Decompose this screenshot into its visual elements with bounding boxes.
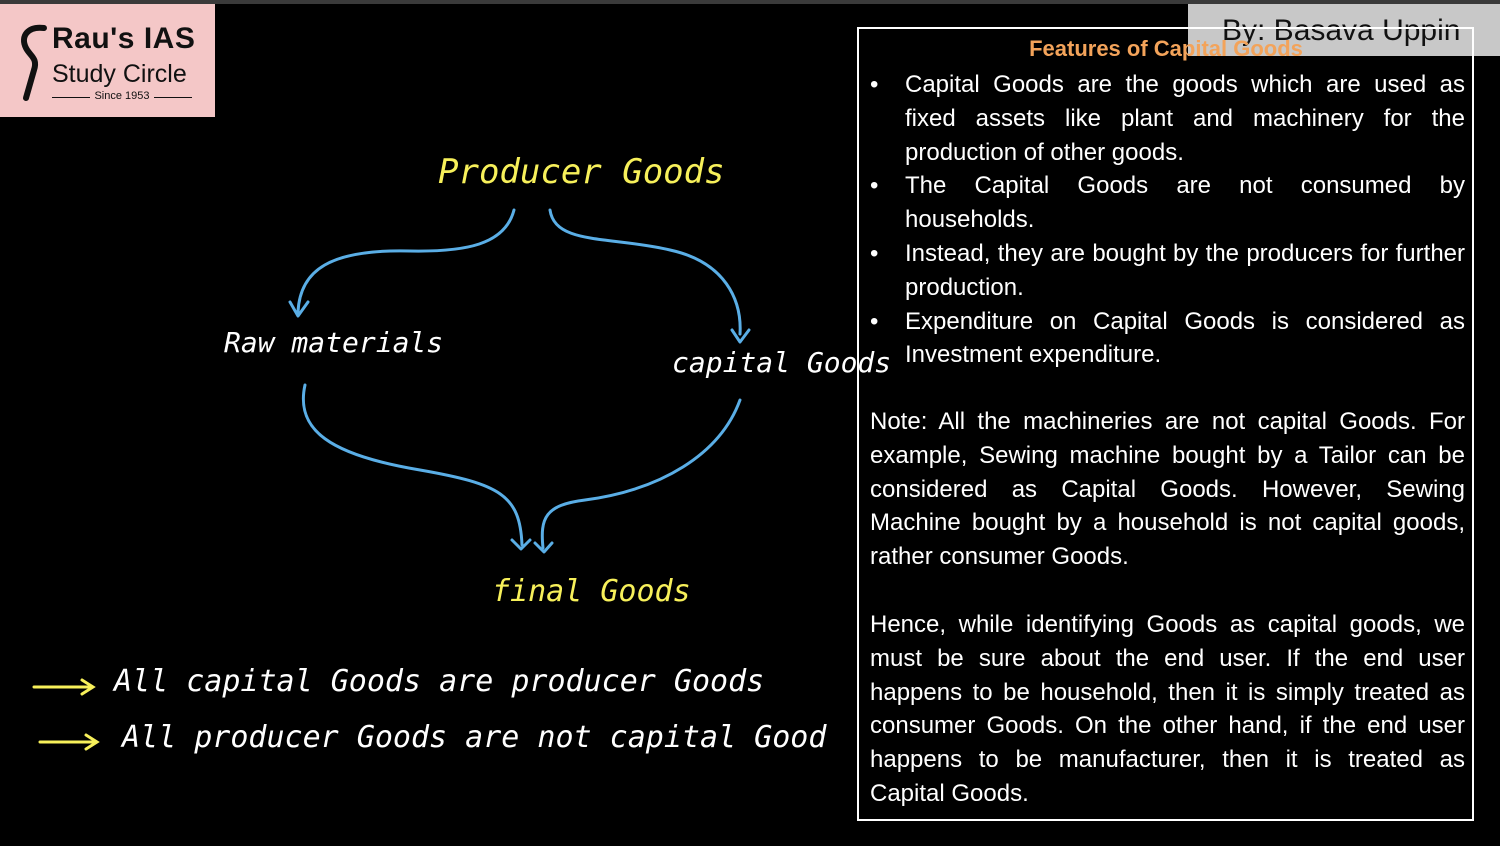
logo-since: Since 1953 (52, 90, 192, 104)
label-raw-materials: Raw materials (224, 326, 444, 359)
note-1: All capital Goods are producer Goods (114, 664, 765, 699)
arrow-head-final-left-icon (510, 538, 532, 551)
logo-subtitle: Study Circle (52, 60, 187, 88)
logo-mark-icon (21, 24, 47, 101)
features-list: Capital Goods are the goods which are us… (870, 68, 1465, 372)
note-paragraph: Note: All the machineries are not capita… (870, 408, 1465, 571)
top-bar (0, 0, 1500, 4)
arrow-producer-to-raw (296, 208, 516, 314)
arrow-capital-to-final (540, 398, 742, 550)
arrow-raw-to-final (301, 383, 524, 547)
note-2: All producer Goods are not capital Good (122, 720, 827, 755)
arrow-producer-to-capital (548, 208, 742, 336)
label-capital-goods: capital Goods (672, 346, 892, 379)
logo-name: Rau's IAS (52, 22, 196, 55)
arrow-head-capital-icon (730, 328, 751, 344)
list-item: Expenditure on Capital Goods is consider… (870, 305, 1465, 373)
conclusion-paragraph: Hence, while identifying Goods as capita… (870, 611, 1465, 807)
note-arrow-2-icon (38, 733, 100, 751)
list-item: Capital Goods are the goods which are us… (870, 68, 1465, 169)
arrow-head-final-right-icon (533, 541, 554, 554)
flow-diagram (32, 208, 751, 751)
features-panel (857, 27, 1474, 821)
panel-title: Features of Capital Goods (1029, 36, 1303, 61)
label-final-goods: final Goods (492, 574, 691, 609)
logo: Rau's IAS Study Circle Since 1953 (0, 4, 215, 117)
list-item: Instead, they are bought by the producer… (870, 237, 1465, 305)
author-label: By: Basava Uppin (1222, 14, 1461, 47)
list-item: The Capital Goods are not consumed by ho… (870, 169, 1465, 237)
label-producer-goods: Producer Goods (438, 152, 725, 192)
author-tag: By: Basava Uppin (1188, 4, 1500, 56)
arrow-head-raw-icon (288, 300, 310, 318)
note-arrow-1-icon (32, 678, 96, 696)
